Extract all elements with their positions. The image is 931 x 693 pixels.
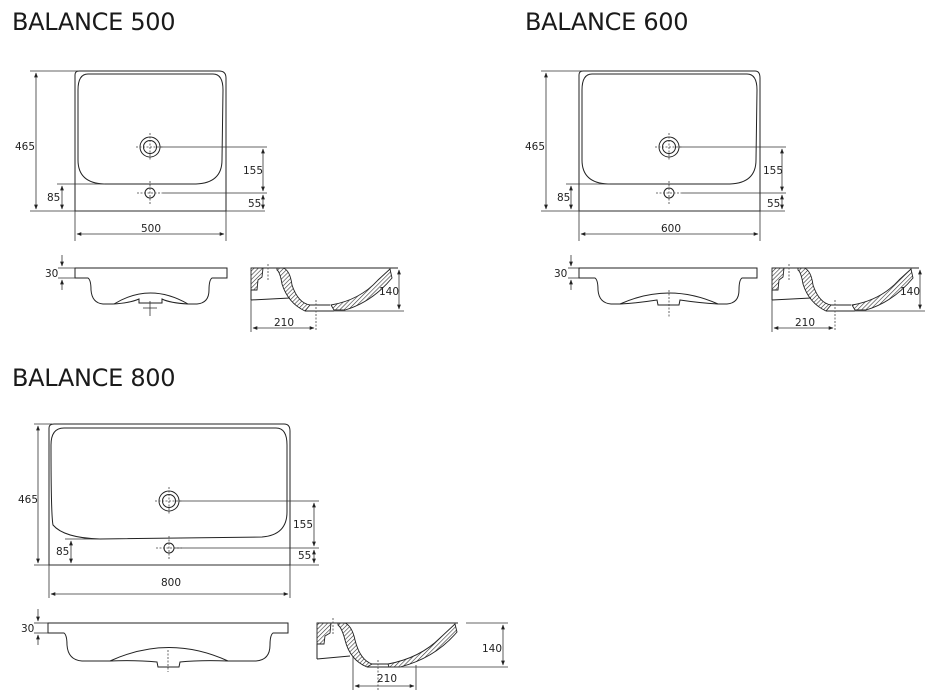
dim-width-balance-500: 500	[141, 223, 161, 235]
front-view-balance-800	[34, 609, 289, 672]
model-title-balance-800: BALANCE 800	[12, 364, 176, 392]
model-title-balance-500: BALANCE 500	[12, 8, 176, 36]
dim-width-balance-800: 800	[161, 577, 181, 589]
dim-drain-distance-balance-500: 210	[274, 317, 294, 329]
dim-bowl-depth-balance-500: 140	[379, 286, 399, 298]
dim-rim-balance-800: 30	[21, 623, 34, 635]
dim-bowl-depth-balance-800: 140	[482, 643, 502, 655]
bowl-outline	[77, 73, 224, 185]
side-view-balance-600	[771, 264, 925, 332]
dim-drain-distance-balance-800: 210	[377, 673, 397, 685]
dim-depth-balance-800: 465	[18, 494, 38, 506]
side-view-balance-800	[316, 618, 508, 690]
top-view-balance-600	[541, 70, 786, 241]
dim-tap-drain-balance-600: 155	[763, 165, 783, 177]
tap-hole-icon	[155, 487, 183, 515]
front-outline	[74, 267, 228, 305]
dim-depth-balance-500: 465	[15, 141, 35, 153]
dim-bowl-front-balance-500: 85	[47, 192, 60, 204]
model-title-balance-600: BALANCE 600	[525, 8, 689, 36]
top-view-balance-500	[30, 70, 267, 241]
dim-rim-balance-600: 30	[554, 268, 567, 280]
side-view-balance-500	[250, 264, 404, 332]
dim-bowl-depth-balance-600: 140	[900, 286, 920, 298]
dim-drain-distance-balance-600: 210	[795, 317, 815, 329]
dim-bowl-front-balance-800: 85	[56, 546, 69, 558]
dim-depth-balance-600: 465	[525, 141, 545, 153]
dim-bowl-front-balance-600: 85	[557, 192, 570, 204]
dim-width-balance-600: 600	[661, 223, 681, 235]
front-view-balance-500	[58, 255, 228, 316]
dim-drain-offset-balance-600: 55	[767, 198, 780, 210]
dim-rim-balance-500: 30	[45, 268, 58, 280]
drain-hole-icon	[656, 181, 682, 204]
front-view-balance-600	[568, 255, 758, 318]
dim-tap-drain-balance-800: 155	[293, 519, 313, 531]
drain-hole-icon	[137, 181, 163, 204]
dim-drain-offset-balance-800: 55	[298, 550, 311, 562]
dim-tap-drain-balance-500: 155	[243, 165, 263, 177]
dim-drain-offset-balance-500: 55	[248, 198, 261, 210]
top-view-balance-800	[34, 423, 319, 598]
tap-hole-icon	[136, 133, 164, 161]
tap-hole-icon	[655, 133, 683, 161]
